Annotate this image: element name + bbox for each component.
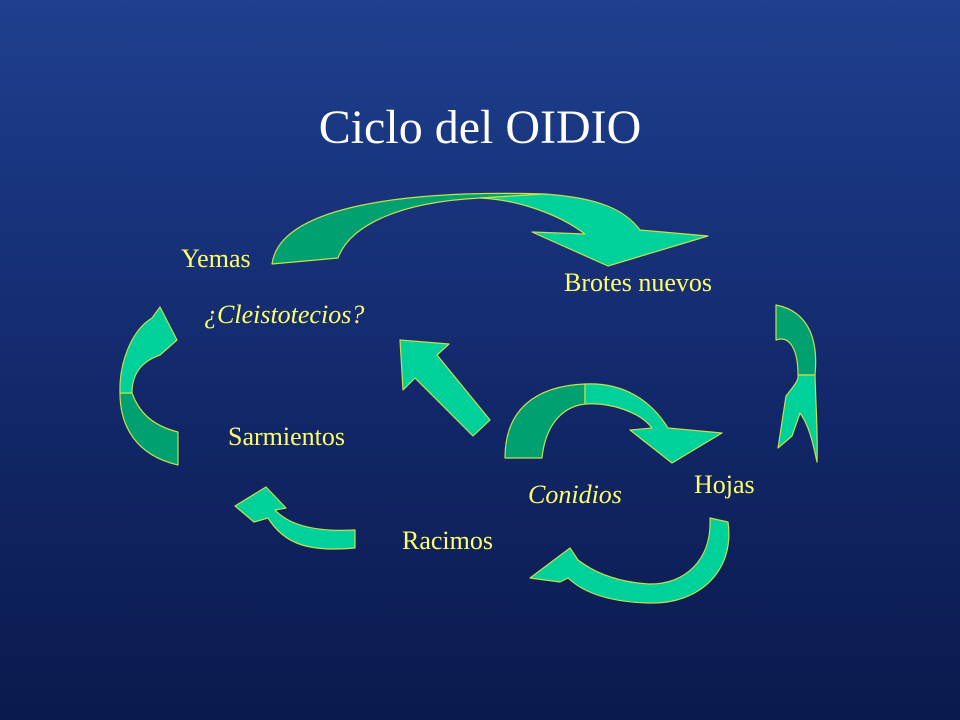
stage-label-brotes-nuevos: Brotes nuevos	[564, 268, 713, 297]
stage-label-hojas: Hojas	[694, 470, 755, 499]
arrow-conidios-to-cleistotecios	[399, 339, 491, 437]
arrow-conidios-to-hojas	[504, 383, 723, 464]
arrow-brotes-to-hojas	[775, 304, 818, 463]
stage-label-yemas: Yemas	[181, 244, 251, 273]
page-title: Ciclo del OIDIO	[318, 101, 642, 154]
arrow-sarmientos-to-yemas	[119, 306, 179, 466]
stage-label-sarmientos: Sarmientos	[228, 422, 345, 451]
arrow-yemas-to-brotes	[271, 192, 709, 267]
stage-label-cleistotecios: ¿Cleistotecios?	[204, 300, 365, 329]
stage-label-racimos: Racimos	[402, 526, 493, 555]
stage-label-conidios: Conidios	[528, 480, 622, 509]
arrow-racimos-to-sarmientos	[234, 486, 356, 550]
arrow-hojas-to-racimos	[529, 517, 730, 604]
